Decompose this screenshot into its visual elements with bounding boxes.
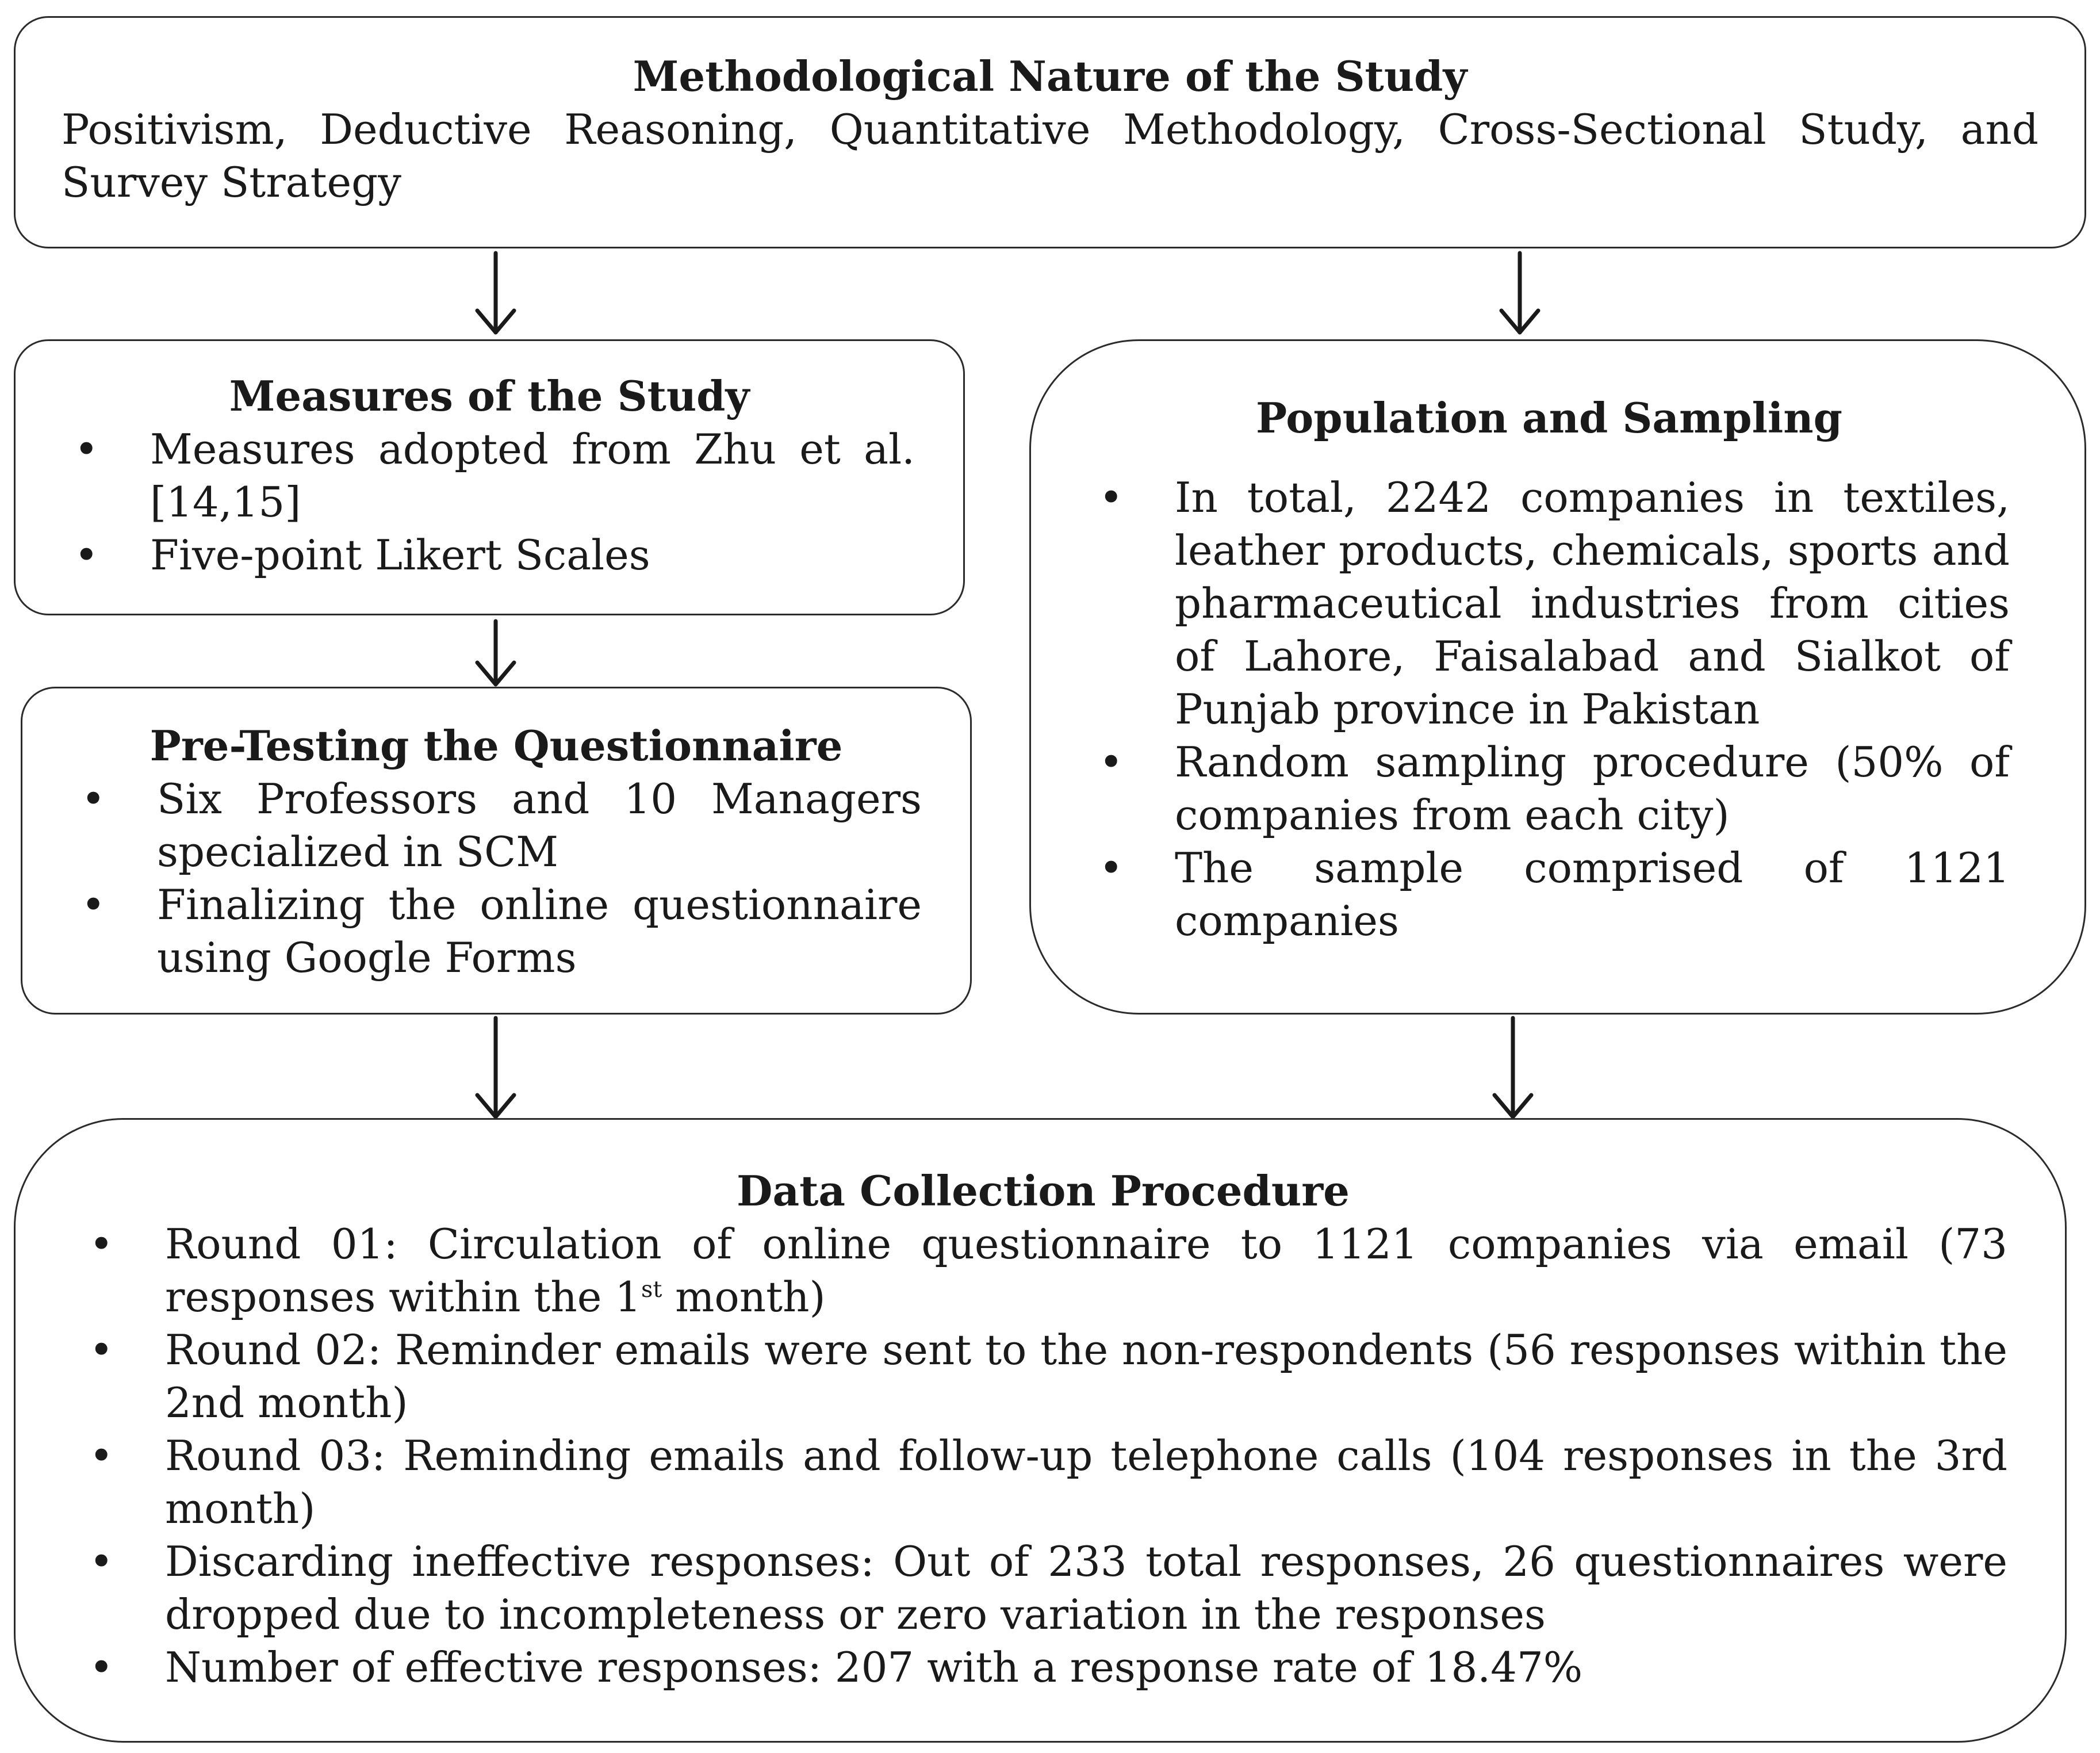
- arrowhead-population-to-collection: [1492, 1093, 1534, 1119]
- arrowhead-nature-to-population: [1499, 308, 1540, 335]
- list-item: •Measures adopted from Zhu et al. [14,15…: [64, 423, 915, 529]
- collection-box: Data Collection Procedure •Round 01: Cir…: [14, 1118, 2067, 1743]
- population-title: Population and Sampling: [1256, 393, 1842, 442]
- arrowhead-pretesting-to-collection: [475, 1093, 516, 1119]
- measures-box: Measures of the Study •Measures adopted …: [14, 339, 965, 615]
- list-item: •Round 03: Reminding emails and follow-u…: [79, 1429, 2007, 1535]
- bullet-icon: •: [1099, 738, 1124, 786]
- list-item: •Random sampling procedure (50% of compa…: [1089, 736, 2010, 841]
- bullet-icon: •: [81, 775, 106, 823]
- list-item: •Six Professors and 10 Managers speciali…: [71, 772, 922, 878]
- pretesting-list: •Six Professors and 10 Managers speciali…: [71, 772, 922, 984]
- measures-title: Measures of the Study: [229, 372, 750, 420]
- list-item: •In total, 2242 companies in textiles, l…: [1089, 471, 2010, 736]
- list-item: •Five-point Likert Scales: [64, 529, 915, 581]
- bullet-icon: •: [89, 1537, 114, 1586]
- bullet-icon: •: [1099, 844, 1124, 892]
- bullet-icon: •: [89, 1326, 114, 1374]
- list-item: •Round 01: Circulation of online questio…: [79, 1218, 2007, 1323]
- arrowhead-measures-to-pretesting: [475, 660, 516, 687]
- list-item: •Number of effective responses: 207 with…: [79, 1641, 2007, 1694]
- pretesting-box: Pre-Testing the Questionnaire •Six Profe…: [21, 687, 972, 1015]
- collection-title: Data Collection Procedure: [737, 1166, 1350, 1215]
- collection-list: •Round 01: Circulation of online questio…: [79, 1218, 2007, 1694]
- pretesting-title: Pre-Testing the Questionnaire: [150, 721, 843, 770]
- measures-list: •Measures adopted from Zhu et al. [14,15…: [64, 423, 915, 581]
- bullet-icon: •: [74, 531, 99, 579]
- list-item: •Discarding ineffective responses: Out o…: [79, 1535, 2007, 1641]
- list-item: •Finalizing the online questionnaire usi…: [71, 878, 922, 984]
- population-list: •In total, 2242 companies in textiles, l…: [1089, 471, 2010, 947]
- bullet-icon: •: [74, 425, 99, 473]
- bullet-icon: •: [89, 1220, 114, 1268]
- bullet-icon: •: [89, 1643, 114, 1691]
- bullet-icon: •: [81, 881, 106, 929]
- population-box: Population and Sampling •In total, 2242 …: [1029, 339, 2086, 1015]
- nature-title: Methodological Nature of the Study: [633, 52, 1467, 101]
- bullet-icon: •: [1099, 473, 1124, 522]
- list-item: •Round 02: Reminder emails were sent to …: [79, 1323, 2007, 1429]
- list-item: •The sample comprised of 1121 companies: [1089, 841, 2010, 947]
- nature-text: Positivism, Deductive Reasoning, Quantit…: [62, 105, 2038, 206]
- bullet-icon: •: [89, 1432, 114, 1480]
- nature-box: Methodological Nature of the Study Posit…: [14, 16, 2086, 248]
- arrowhead-nature-to-measures: [475, 308, 516, 335]
